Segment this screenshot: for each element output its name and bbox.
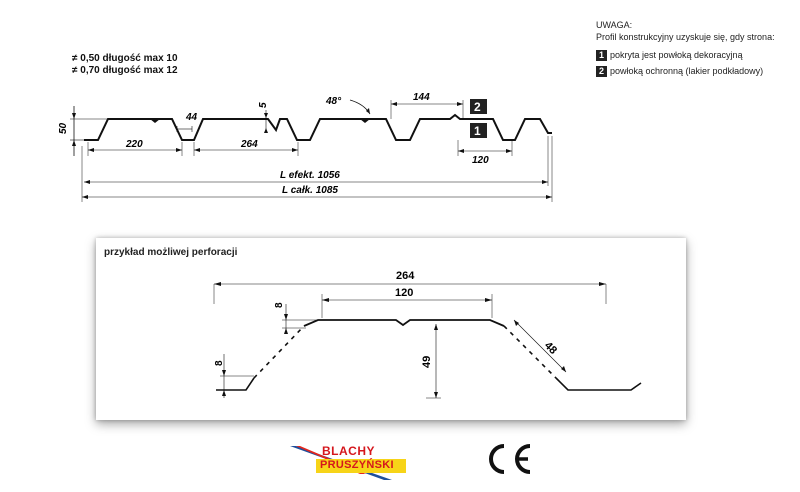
dim-height-label: 50 — [58, 122, 69, 134]
logo-line-2: PRUSZYŃSKI — [318, 459, 396, 471]
perf-dim-top-label: 120 — [395, 287, 413, 299]
perf-dim-slope-label: 48 — [542, 340, 559, 357]
profile-outline — [84, 113, 552, 141]
note-item-1-number: 1 — [596, 50, 607, 62]
perf-dim-edge-top-label: 8 — [274, 302, 285, 308]
note-item-2-text: powłoką ochronną (lakier podkładowy) — [610, 66, 764, 76]
spec-line-2: ≠ 0,70 długość max 12 — [72, 65, 178, 76]
note-item-1-text: pokryta jest powłoką dekoracyjną — [610, 50, 743, 60]
l-total-label: L całk. 1085 — [282, 185, 338, 196]
note-title: UWAGA: — [596, 20, 633, 30]
dim-rib-top-label: 44 — [185, 112, 198, 123]
note-subtitle: Profil konstrukcyjny uzyskuje się, gdy s… — [596, 32, 775, 42]
dim-pitch-b-label: 264 — [240, 139, 258, 150]
perf-dim-width-label: 264 — [396, 270, 415, 282]
perf-dim-height-label: 49 — [421, 356, 433, 368]
ce-mark-icon: CE — [484, 440, 531, 474]
side-2-badge — [470, 99, 487, 114]
dim-bottom-label: 120 — [472, 155, 489, 166]
side-2-label: 2 — [474, 100, 481, 114]
spec-line-1: ≠ 0,50 długość max 10 — [72, 53, 178, 64]
profile-drawing: 50 44 5 48° 144 2 1 220 264 120 L efekt.… — [58, 92, 553, 202]
perforation-drawing: 264 120 8 8 49 48 — [213, 270, 642, 399]
side-1-label: 1 — [474, 124, 481, 138]
ce-mark-text: CE — [484, 440, 486, 441]
dim-rib-depth-label: 5 — [258, 102, 269, 108]
dim-top-width-label: 144 — [413, 92, 430, 103]
l-eff-label: L efekt. 1056 — [280, 170, 340, 181]
note-item-2-number: 2 — [596, 66, 607, 78]
dim-angle-label: 48° — [325, 96, 342, 107]
dim-pitch-a-label: 220 — [125, 139, 143, 150]
logo-line-1: BLACHY — [322, 444, 375, 458]
perf-dim-edge-left-label: 8 — [214, 360, 225, 366]
side-1-badge — [470, 123, 487, 138]
perforation-title: przykład możliwej perforacji — [104, 247, 238, 258]
